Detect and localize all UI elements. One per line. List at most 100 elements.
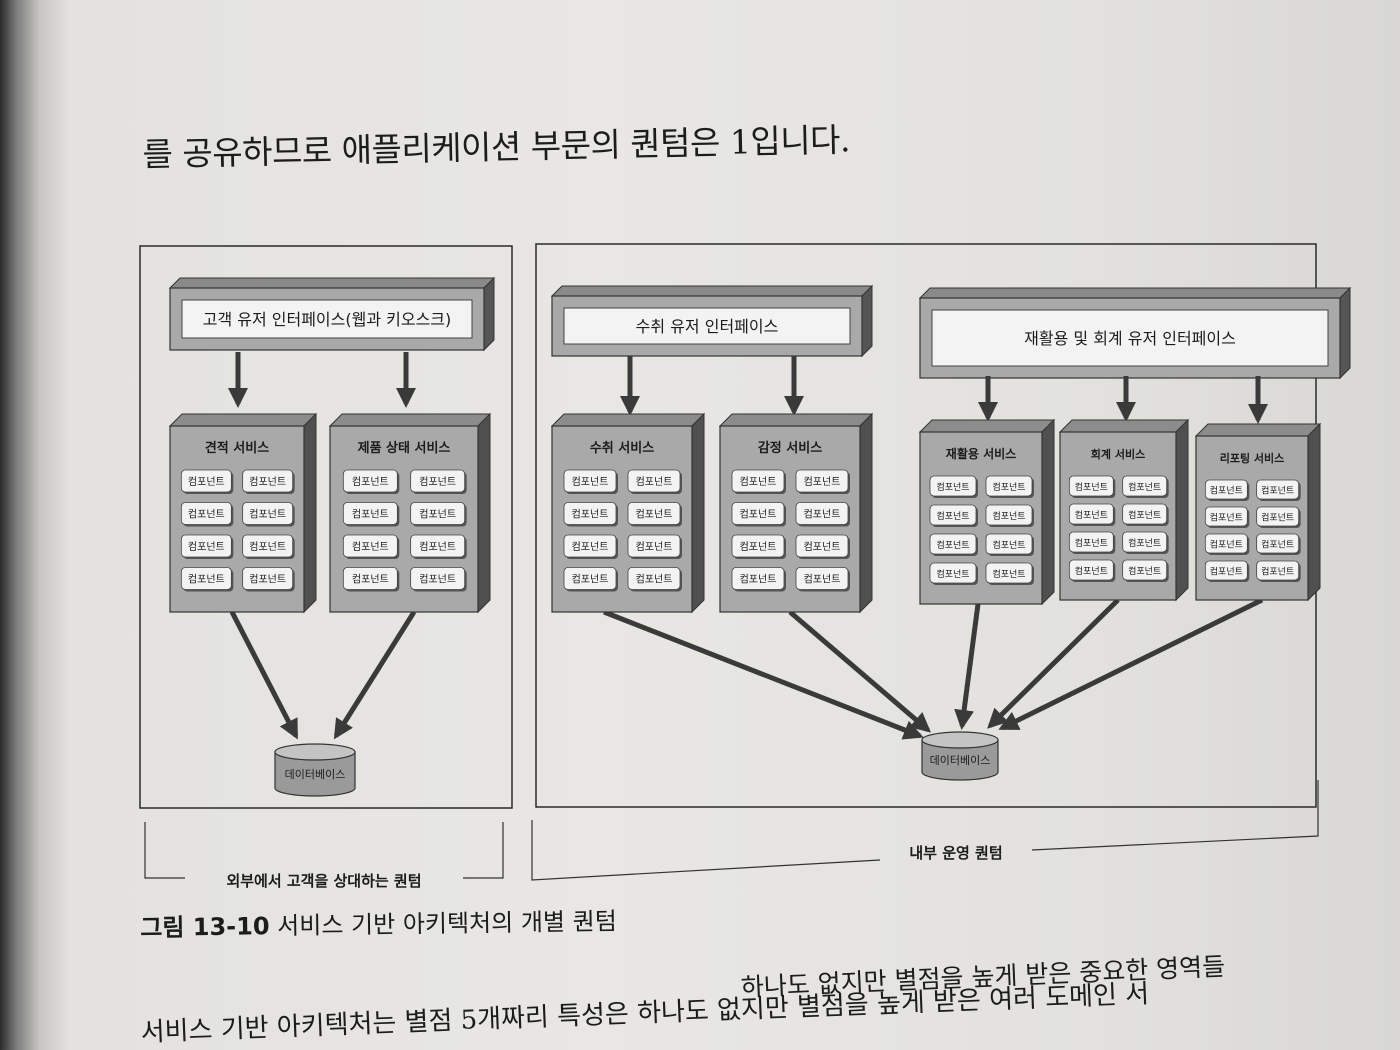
flow-arrow bbox=[954, 603, 981, 730]
component: 컴포넌트 bbox=[180, 502, 234, 527]
component: 컴포넌트 bbox=[985, 562, 1034, 585]
database-left: 데이터베이스 bbox=[274, 743, 356, 797]
ui-recycling-label: 재활용 및 회계 유저 인터페이스 bbox=[1024, 329, 1236, 348]
component-label: 컴포넌트 bbox=[1261, 566, 1294, 578]
component-label: 컴포넌트 bbox=[740, 574, 777, 586]
component-label: 컴포넌트 bbox=[419, 509, 456, 521]
component-label: 컴포넌트 bbox=[1261, 512, 1294, 524]
component-label: 컴포넌트 bbox=[636, 541, 673, 553]
component: 컴포넌트 bbox=[563, 469, 618, 494]
database-label: 데이터베이스 bbox=[285, 768, 346, 781]
component-label: 컴포넌트 bbox=[936, 568, 969, 580]
component-label: 컴포넌트 bbox=[249, 574, 286, 586]
component-label: 컴포넌트 bbox=[1128, 565, 1161, 577]
component: 컴포넌트 bbox=[180, 567, 234, 592]
component: 컴포넌트 bbox=[1256, 506, 1301, 528]
component: 컴포넌트 bbox=[929, 504, 978, 527]
component: 컴포넌트 bbox=[563, 502, 618, 527]
component: 컴포넌트 bbox=[731, 534, 786, 559]
component-label: 컴포넌트 bbox=[740, 476, 777, 488]
component: 컴포넌트 bbox=[242, 534, 295, 559]
component-label: 컴포넌트 bbox=[804, 574, 841, 586]
right-quantum-label: 내부 운영 퀀텀 bbox=[909, 844, 1002, 862]
flow-arrow bbox=[229, 610, 299, 740]
component: 컴포넌트 bbox=[985, 475, 1034, 498]
component-label: 컴포넌트 bbox=[419, 541, 456, 553]
component-label: 컴포넌트 bbox=[419, 476, 456, 488]
component-label: 컴포넌트 bbox=[1261, 485, 1294, 497]
component: 컴포넌트 bbox=[563, 567, 618, 592]
component-label: 컴포넌트 bbox=[188, 541, 225, 553]
component: 컴포넌트 bbox=[795, 567, 850, 592]
left-quantum-label: 외부에서 고객을 상대하는 퀀텀 bbox=[226, 872, 421, 890]
component: 컴포넌트 bbox=[1122, 531, 1169, 554]
service-label: 회계 서비스 bbox=[1091, 447, 1145, 461]
component-label: 컴포넌트 bbox=[636, 509, 673, 521]
component: 컴포넌트 bbox=[1122, 503, 1169, 526]
component-label: 컴포넌트 bbox=[352, 574, 389, 586]
component-label: 컴포넌트 bbox=[740, 509, 777, 521]
component-label: 컴포넌트 bbox=[572, 541, 609, 553]
component-label: 컴포넌트 bbox=[352, 509, 389, 521]
database-label: 데이터베이스 bbox=[930, 754, 991, 767]
component-label: 컴포넌트 bbox=[188, 574, 225, 586]
ui-receiving-label: 수취 유저 인터페이스 bbox=[636, 317, 779, 336]
component: 컴포넌트 bbox=[985, 533, 1034, 556]
component-label: 컴포넌트 bbox=[1128, 509, 1161, 521]
component: 컴포넌트 bbox=[410, 567, 467, 592]
component: 컴포넌트 bbox=[1256, 533, 1301, 555]
component: 컴포넌트 bbox=[242, 567, 295, 592]
flow-arrow bbox=[333, 610, 417, 740]
component-label: 컴포넌트 bbox=[1210, 539, 1243, 551]
component-label: 컴포넌트 bbox=[1128, 481, 1161, 493]
component: 컴포넌트 bbox=[410, 534, 467, 559]
component: 컴포넌트 bbox=[180, 469, 234, 494]
caption-number: 그림 13-10 bbox=[140, 912, 270, 942]
component: 컴포넌트 bbox=[795, 502, 850, 527]
component: 컴포넌트 bbox=[1256, 479, 1301, 501]
component: 컴포넌트 bbox=[1204, 560, 1250, 582]
component: 컴포넌트 bbox=[342, 469, 400, 494]
component-label: 컴포넌트 bbox=[1075, 509, 1108, 521]
component: 컴포넌트 bbox=[627, 567, 682, 592]
flow-arrow bbox=[987, 598, 1120, 729]
service-label: 재활용 서비스 bbox=[946, 446, 1016, 461]
component: 컴포넌트 bbox=[563, 534, 618, 559]
component-label: 컴포넌트 bbox=[804, 476, 841, 488]
component-label: 컴포넌트 bbox=[992, 568, 1025, 580]
service-label: 감정 서비스 bbox=[758, 440, 822, 456]
component-label: 컴포넌트 bbox=[352, 476, 389, 488]
ui-recycling-bar: 재활용 및 회계 유저 인터페이스 bbox=[918, 286, 1352, 380]
flow-arrow bbox=[603, 609, 924, 740]
component-label: 컴포넌트 bbox=[572, 476, 609, 488]
component: 컴포넌트 bbox=[410, 469, 467, 494]
ui-customer-bar: 고객 유저 인터페이스(웹과 키오스크) bbox=[168, 276, 496, 352]
component-label: 컴포넌트 bbox=[352, 541, 389, 553]
component-label: 컴포넌트 bbox=[1261, 539, 1294, 551]
component-label: 컴포넌트 bbox=[936, 539, 969, 551]
ui-receiving-bar: 수취 유저 인터페이스 bbox=[550, 284, 874, 358]
component-label: 컴포넌트 bbox=[188, 509, 225, 521]
component: 컴포넌트 bbox=[1204, 479, 1250, 501]
component: 컴포넌트 bbox=[342, 567, 400, 592]
component: 컴포넌트 bbox=[731, 502, 786, 527]
component-label: 컴포넌트 bbox=[1210, 512, 1243, 524]
component-label: 컴포넌트 bbox=[572, 574, 609, 586]
component: 컴포넌트 bbox=[1122, 559, 1169, 582]
caption-text: 서비스 기반 아키텍처의 개별 퀀텀 bbox=[276, 907, 617, 941]
component: 컴포넌트 bbox=[731, 469, 786, 494]
component: 컴포넌트 bbox=[627, 502, 682, 527]
component: 컴포넌트 bbox=[731, 567, 786, 592]
component: 컴포넌트 bbox=[795, 469, 850, 494]
component-label: 컴포넌트 bbox=[992, 510, 1025, 522]
right-quantum-bracket bbox=[531, 780, 1319, 881]
component-label: 컴포넌트 bbox=[1075, 565, 1108, 577]
component: 컴포넌트 bbox=[342, 534, 400, 559]
ui-customer-label: 고객 유저 인터페이스(웹과 키오스크) bbox=[203, 310, 452, 329]
service-label: 견적 서비스 bbox=[205, 440, 269, 456]
